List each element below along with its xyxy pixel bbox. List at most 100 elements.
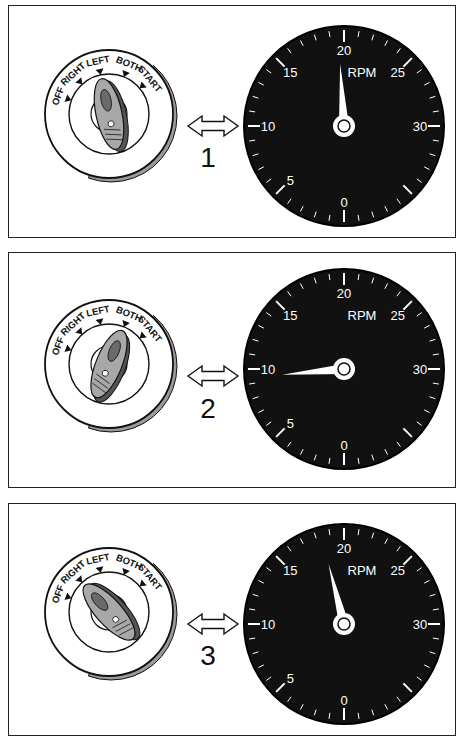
tick-mark	[417, 70, 422, 74]
tick-mark	[314, 278, 316, 284]
tick-mark	[248, 623, 260, 625]
position-mark	[75, 327, 82, 334]
tick-mark	[300, 283, 303, 288]
tick-mark	[372, 533, 374, 539]
tick-mark	[358, 274, 360, 280]
tick-mark	[385, 449, 388, 454]
scale-number: 25	[391, 309, 405, 322]
double-arrow	[188, 366, 238, 386]
position-mark	[75, 575, 82, 582]
tick-mark	[249, 140, 255, 142]
tick-mark	[433, 110, 439, 112]
tachometer-gauge: 051015202530RPM	[242, 24, 446, 228]
magneto-switch: OFFRIGHTLEFTBOTHSTART	[34, 289, 184, 439]
tick-mark	[249, 110, 255, 112]
gauge-dial	[244, 26, 444, 226]
tick-mark	[417, 568, 422, 572]
tick-mark	[276, 185, 284, 193]
figure-panel: 1OFFRIGHTLEFTBOTHSTART051015202530RPM	[8, 5, 456, 238]
switch-face	[69, 572, 149, 652]
position-mark	[65, 95, 72, 103]
tick-mark	[266, 313, 271, 317]
tick-mark	[249, 608, 255, 610]
needle-hub-ring	[338, 120, 350, 132]
tick-mark	[424, 325, 429, 328]
tick-mark	[372, 278, 374, 284]
scale-number: 5	[287, 671, 294, 684]
scale-number: 0	[340, 694, 347, 707]
scale-number: 30	[413, 120, 427, 133]
tick-mark	[328, 274, 330, 280]
needle-hub-ring	[338, 363, 350, 375]
tick-mark	[397, 442, 401, 447]
tick-mark	[424, 580, 429, 583]
scale-number: 20	[337, 44, 351, 57]
switch-bezel	[45, 548, 173, 676]
tick-mark	[249, 383, 255, 385]
tick-mark	[403, 683, 411, 691]
position-mark	[140, 81, 147, 88]
tick-mark	[266, 70, 271, 74]
tick-mark	[372, 455, 374, 461]
tick-mark	[258, 665, 263, 668]
tick-mark	[430, 397, 436, 399]
figure-panel: 2OFFRIGHTLEFTBOTHSTART051015202530RPM	[8, 252, 456, 488]
tick-mark	[258, 410, 263, 413]
tick-mark	[300, 40, 303, 45]
position-mark	[65, 593, 72, 601]
tick-mark	[266, 677, 271, 681]
tick-mark	[428, 125, 440, 127]
scale-number: 5	[287, 416, 294, 429]
tick-mark	[433, 140, 439, 142]
tick-mark	[372, 710, 374, 716]
tick-mark	[403, 428, 411, 436]
tick-mark	[328, 31, 330, 37]
tick-mark	[428, 623, 440, 625]
tick-mark	[417, 422, 422, 426]
tick-mark	[328, 529, 330, 535]
needle-hub	[333, 358, 355, 380]
tick-mark	[266, 422, 271, 426]
tick-mark	[417, 677, 422, 681]
tick-mark	[430, 339, 436, 341]
tick-mark	[417, 179, 422, 183]
tick-mark	[428, 368, 440, 370]
tick-mark	[288, 291, 292, 296]
scale-number: 30	[413, 618, 427, 631]
tick-mark	[397, 199, 401, 204]
scale-number: 15	[283, 66, 297, 79]
scale-number: 15	[283, 309, 297, 322]
position-mark	[122, 568, 129, 575]
tick-mark	[397, 291, 401, 296]
unit-label: RPM	[348, 309, 377, 322]
tick-mark	[430, 96, 436, 98]
tick-mark	[248, 368, 260, 370]
tick-mark	[314, 455, 316, 461]
scale-number: 20	[337, 287, 351, 300]
tick-mark	[433, 638, 439, 640]
tick-mark	[266, 568, 271, 572]
scale-number: 20	[337, 542, 351, 555]
tick-mark	[328, 458, 330, 464]
tick-mark	[343, 210, 345, 222]
tick-mark	[424, 665, 429, 668]
position-mark	[75, 77, 82, 84]
tick-mark	[314, 533, 316, 539]
double-arrow	[188, 116, 238, 136]
position-mark	[65, 345, 72, 353]
tick-mark	[253, 154, 259, 156]
tick-mark	[328, 215, 330, 221]
magneto-switch: OFFRIGHTLEFTBOTHSTART	[34, 537, 184, 687]
unit-label: RPM	[348, 66, 377, 79]
tick-mark	[288, 546, 292, 551]
tick-mark	[385, 704, 388, 709]
tick-mark	[253, 397, 259, 399]
tick-mark	[288, 199, 292, 204]
tick-mark	[385, 206, 388, 211]
scale-number: 25	[391, 66, 405, 79]
scale-number: 10	[261, 618, 275, 631]
panel-number: 2	[200, 395, 216, 423]
switch-bezel	[45, 300, 173, 428]
tick-mark	[403, 185, 411, 193]
